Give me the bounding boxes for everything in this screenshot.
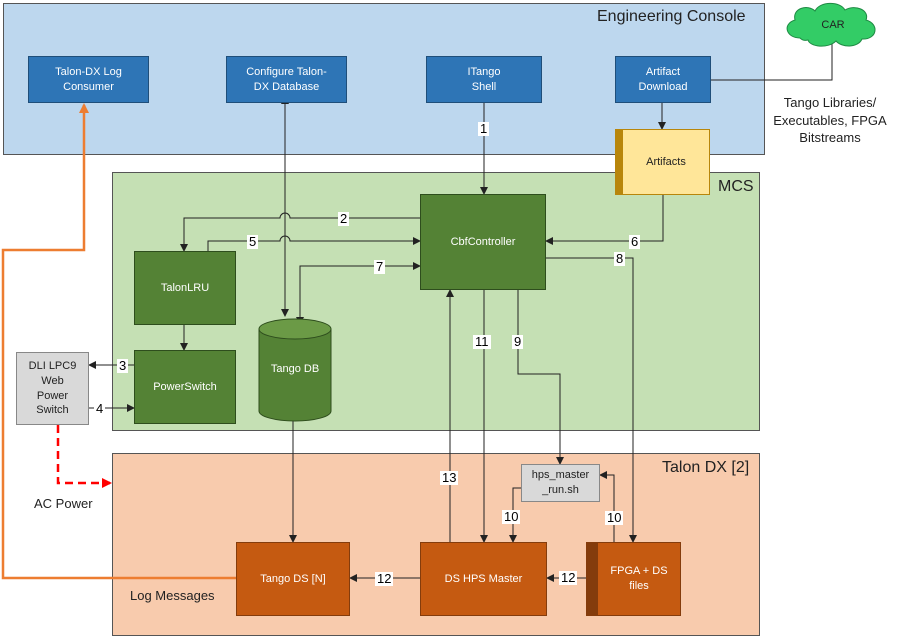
talon-lru-box[interactable]: TalonLRU [134,251,236,325]
log-messages-label: Log Messages [130,588,215,603]
mcs-title: MCS [718,178,754,195]
ac-power-label: AC Power [34,496,93,511]
fpga-ds-files-box[interactable]: FPGA + DS files [586,542,681,616]
dli-power-switch-box[interactable]: DLI LPC9 Web Power Switch [16,352,89,425]
edge-label-6: 6 [629,234,641,249]
edge-label-12b: 12 [559,570,578,585]
cbf-to-hpsrun-wire [517,290,564,465]
edge-label-2: 2 [338,211,350,226]
artifacts-to-cbf-wire [545,195,664,245]
fpga-ds-files-label: FPGA + DS files [610,565,668,592]
tango-db-cylinder[interactable] [258,318,332,422]
edge-label-5: 5 [247,234,259,249]
car-cloud-shape [786,2,876,47]
edge-label-10a: 10 [502,509,521,524]
car-cloud-label: CAR [821,19,845,31]
talon-dx-title: Talon DX [2] [662,459,750,476]
tangodb-to-cbf-wire [296,262,421,325]
edge-label-11: 11 [473,334,491,349]
edge-label-8: 8 [614,251,626,266]
configure-database-box[interactable]: Configure Talon- DX Database [226,56,347,103]
ac-power-wire [56,425,112,488]
edge-label-3: 3 [117,358,129,373]
cbf-controller-box[interactable]: CbfController [420,194,546,290]
hpsrun-to-hpsmaster-wire [509,487,523,543]
hps-master-run-box[interactable]: hps_master _run.sh [521,464,600,502]
edge-label-1: 1 [478,121,490,136]
tango-ds-box[interactable]: Tango DS [N] [236,542,350,616]
edge-label-9: 9 [512,334,524,349]
edge-label-7: 7 [374,259,386,274]
edge-label-12a: 12 [375,571,394,586]
log-messages-wire [1,103,236,580]
tango-db-label: Tango DB [270,363,320,375]
cbf-to-fpga-wire [546,257,637,543]
edge-label-13: 13 [440,470,459,485]
artifacts-box: Artifacts [615,129,710,195]
artifacts-label: Artifacts [646,155,686,168]
cbf-to-talonlru-wire [180,212,420,252]
car-to-download-wire [689,43,833,84]
itango-shell-box[interactable]: ITango Shell [426,56,542,103]
car-artifacts-caption: Tango Libraries/ Executables, FPGA Bitst… [773,95,887,146]
edge-label-4: 4 [94,401,106,416]
edge-label-10b: 10 [605,510,624,525]
log-consumer-box[interactable]: Talon-DX Log Consumer [28,56,149,103]
power-switch-box[interactable]: PowerSwitch [134,350,236,424]
talonlru-to-cbf-wire [207,235,421,251]
fpga-to-hpsrun-wire [599,471,615,542]
ds-hps-master-box[interactable]: DS HPS Master [420,542,547,616]
engineering-console-title: Engineering Console [597,8,746,25]
artifact-download-box[interactable]: Artifact Download [615,56,711,103]
